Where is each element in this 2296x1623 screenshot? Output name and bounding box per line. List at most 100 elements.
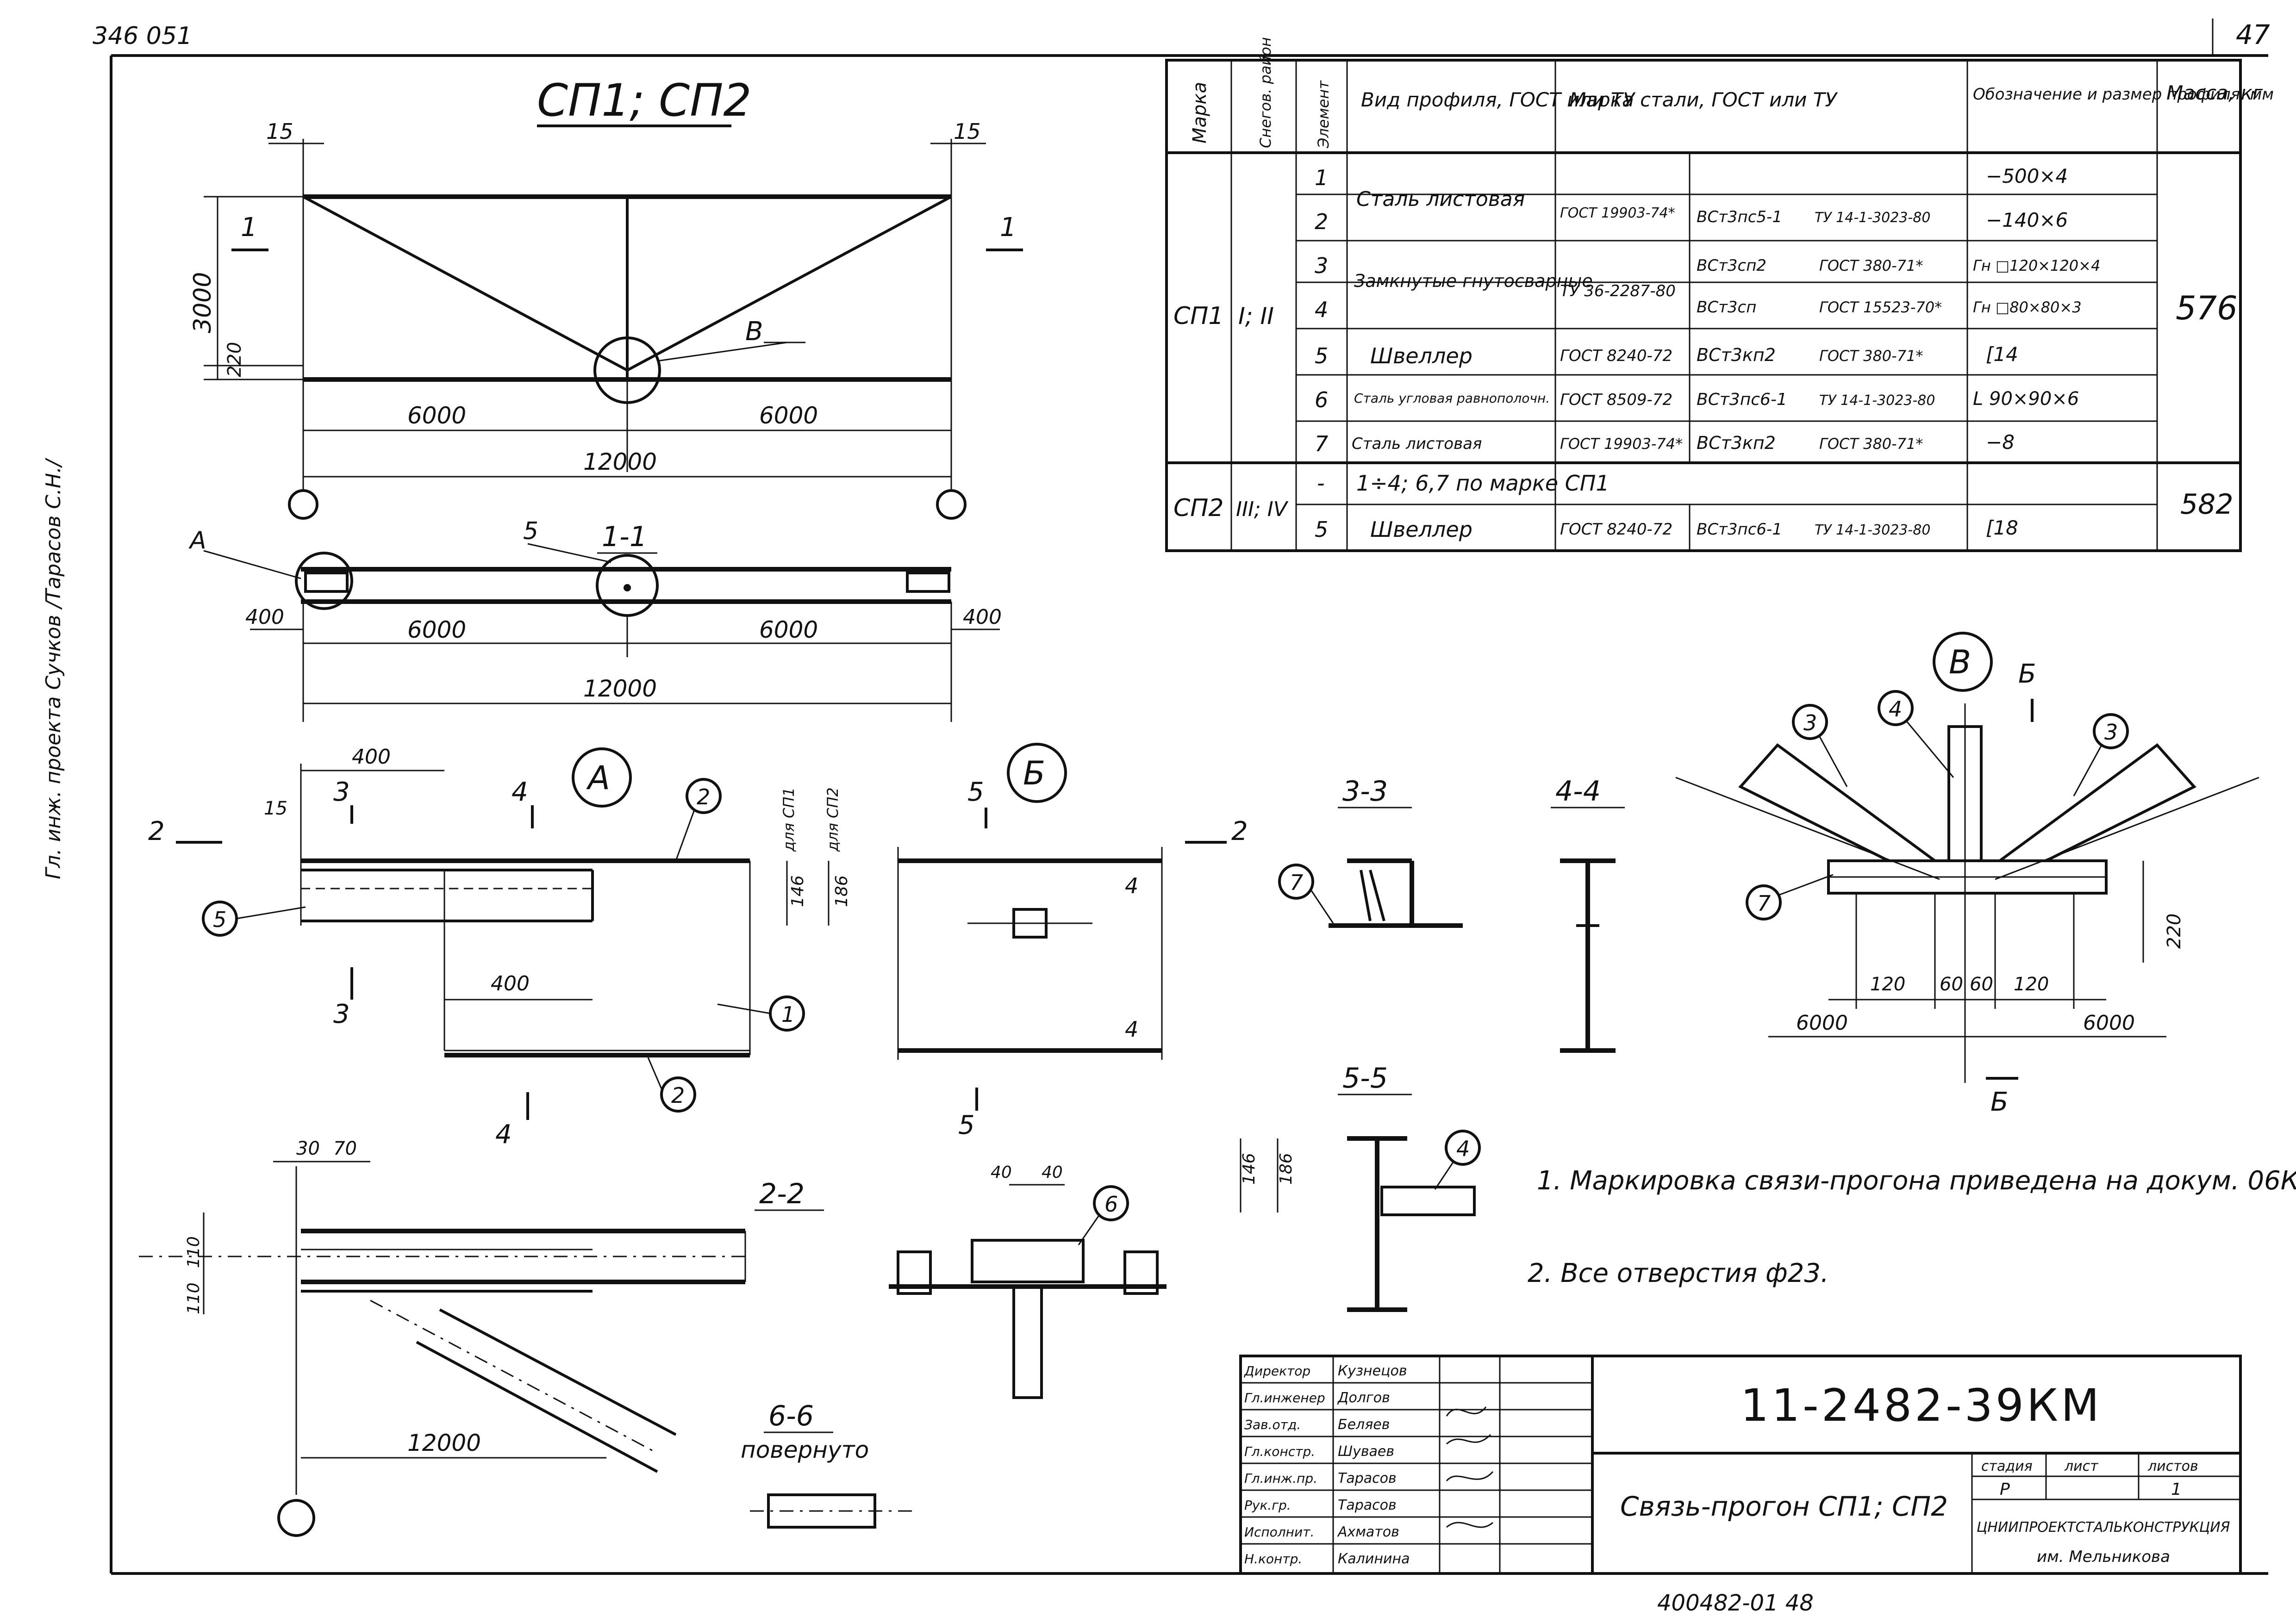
- tb-name-3: Беляев: [1338, 1417, 1390, 1433]
- section-1-1: 1-1 А 5 400 400 6000 6000 12000: [188, 517, 1002, 722]
- note-2: 2. Все отверстия ф23.: [1528, 1258, 1829, 1288]
- svg-text:ГОСТ 15523-70*: ГОСТ 15523-70*: [1819, 298, 1942, 316]
- svg-text:3: 3: [1315, 253, 1328, 278]
- tb-stage: Р: [2000, 1480, 2010, 1499]
- balloon-3-node-v-right: 3: [2104, 720, 2118, 745]
- dim-6000-node-v-left: 6000: [1796, 1011, 1848, 1035]
- dim-15-left: 15: [266, 119, 293, 144]
- th-profile: Вид профиля, ГОСТ или ТУ: [1361, 88, 1636, 111]
- dim-15-node-a: 15: [264, 798, 287, 819]
- section-3-3: 3-3 7: [1278, 775, 1463, 928]
- tb-name-5: Тарасов: [1338, 1470, 1397, 1486]
- svg-text:ВСт3сп2: ВСт3сп2: [1697, 256, 1766, 275]
- svg-text:ТУ 14-1-3023-80: ТУ 14-1-3023-80: [1815, 522, 1930, 538]
- svg-text:ГОСТ 8240-72: ГОСТ 8240-72: [1560, 520, 1672, 539]
- svg-text:ГОСТ 8240-72: ГОСТ 8240-72: [1560, 347, 1672, 365]
- svg-text:5: 5: [1315, 517, 1328, 542]
- svg-text:ВСт3пс6-1: ВСт3пс6-1: [1697, 520, 1782, 539]
- section-2-2: 2-2 12000 30 70 110 110: [139, 1138, 824, 1537]
- sp1-row-2: 2 −140×6: [1315, 209, 2068, 234]
- cut-mark-5-top: 5: [967, 777, 984, 807]
- balloon-7-node-v: 7: [1757, 891, 1771, 916]
- balloon-4-node-v: 4: [1889, 696, 1902, 721]
- dim-30-sec-2-2: 30: [296, 1138, 320, 1159]
- svg-text:ГОСТ 380-71*: ГОСТ 380-71*: [1819, 347, 1923, 365]
- svg-text:Замкнутые гнутосварные: Замкнутые гнутосварные: [1354, 271, 1593, 291]
- node-a-detail: А 400 400 15 3 3 4 4 2 5 2 1: [148, 745, 805, 1150]
- th-size: Обозначение и размер профиля, мм: [1973, 85, 2274, 104]
- tb-name-1: Кузнецов: [1338, 1363, 1407, 1379]
- dim-6000-left: 6000: [407, 402, 466, 429]
- sp1-row-5: 5 Швеллер ГОСТ 8240-72 ВСт3кп2 ГОСТ 380-…: [1315, 343, 2018, 368]
- svg-text:[18: [18: [1986, 516, 2018, 539]
- balloon-2-node-a-bottom: 2: [671, 1083, 685, 1108]
- tb-stage-label: стадия: [1981, 1458, 2033, 1474]
- tb-name-7: Ахматов: [1337, 1524, 1399, 1540]
- section-3-3-title: 3-3: [1342, 775, 1388, 808]
- dim-220-node-v: 220: [2164, 914, 2185, 949]
- svg-text:ГОСТ 380-71*: ГОСТ 380-71*: [1819, 257, 1923, 274]
- svg-text:4: 4: [1125, 1017, 1138, 1042]
- section-6-6: 6-6 повернуто: [741, 1400, 917, 1529]
- dim-6000-node-v-right: 6000: [2083, 1011, 2135, 1035]
- section-5-5: 5-5 146 186 4: [1240, 1062, 1481, 1312]
- pos-5-label-plan: 5: [523, 517, 538, 545]
- svg-text:1: 1: [1315, 165, 1328, 190]
- dim-40-left: 40: [991, 1163, 1012, 1182]
- svg-text:[14: [14: [1986, 343, 2018, 366]
- dim-400-node-a: 400: [352, 745, 391, 769]
- svg-text:−140×6: −140×6: [1986, 209, 2068, 231]
- svg-text:L 90×90×6: L 90×90×6: [1973, 388, 2079, 410]
- side-note: Гл. инж. проекта Сучков /Тарасов С.Н./: [42, 458, 65, 879]
- tb-org: ЦНИИПРОЕКТСТАЛЬКОНСТРУКЦИЯ: [1977, 1519, 2230, 1536]
- balloon-6: 6: [1104, 1192, 1118, 1217]
- balloon-3-node-v-left: 3: [1803, 710, 1817, 735]
- svg-text:ТУ 14-1-3023-80: ТУ 14-1-3023-80: [1819, 392, 1935, 409]
- tb-name-4: Шуваев: [1338, 1443, 1394, 1460]
- sp1-mass: 576: [2176, 289, 2238, 327]
- dim-186-sec-5-5: 186: [1277, 1153, 1296, 1185]
- dim-400-right: 400: [963, 605, 1002, 629]
- th-region: Снегов. район: [1257, 37, 1274, 148]
- section-6-6-title: 6-6: [768, 1400, 814, 1432]
- cut-mark-b-top: Б: [2018, 659, 2036, 689]
- svg-text:ВСт3кп2: ВСт3кп2: [1697, 433, 1776, 453]
- svg-text:7: 7: [1315, 431, 1328, 456]
- node-v-label: В: [745, 317, 763, 347]
- tb-role-1: Директор: [1243, 1363, 1310, 1379]
- dim-60-right: 60: [1970, 974, 1993, 995]
- dim-146-sec-5-5: 146: [1240, 1153, 1259, 1185]
- dim-110-lower: 110: [184, 1282, 203, 1314]
- sp1-row-4: 4 ВСт3сп ГОСТ 15523-70* Гн □80×80×3: [1315, 297, 2082, 322]
- sp1-region: I; II: [1238, 303, 1274, 330]
- sp2-mass: 582: [2180, 488, 2234, 521]
- main-view-title: СП1; СП2: [537, 75, 751, 126]
- sp2-row-2: 5 Швеллер ГОСТ 8240-72 ВСт3пс6-1 ТУ 14-1…: [1315, 516, 2018, 542]
- dim-6000-right: 6000: [759, 402, 818, 429]
- dim-12000-sec-2-2: 12000: [407, 1430, 481, 1456]
- section-6-6-note: повернуто: [741, 1436, 869, 1463]
- section-2-2-title: 2-2: [759, 1178, 805, 1210]
- svg-text:ГОСТ 380-71*: ГОСТ 380-71*: [1819, 435, 1923, 453]
- dim-120-right: 120: [2014, 974, 2049, 995]
- page-number: 47: [2236, 19, 2270, 50]
- sp2-region: III; IV: [1236, 497, 1289, 521]
- label-for-sp2: для СП2: [824, 787, 842, 852]
- svg-text:Швеллер: Швеллер: [1370, 343, 1472, 368]
- svg-text:−500×4: −500×4: [1986, 165, 2068, 187]
- bottom-code: 400482-01 48: [1657, 1590, 1814, 1616]
- svg-text:Швеллер: Швеллер: [1370, 517, 1472, 542]
- sp1-row-7: 7 Сталь листовая ГОСТ 19903-74* ВСт3кп2 …: [1315, 431, 2015, 456]
- node-v-detail-label: В: [1949, 643, 1971, 681]
- dim-400-node-a-2: 400: [491, 972, 530, 995]
- tb-role-7: Исполнит.: [1244, 1524, 1314, 1540]
- cut-mark-4-top: 4: [512, 777, 528, 807]
- cut-mark-2-left: 2: [148, 816, 165, 846]
- svg-text:ТУ 36-2287-80: ТУ 36-2287-80: [1560, 282, 1676, 300]
- node-a-label: А: [586, 759, 610, 797]
- dim-120-left: 120: [1870, 974, 1905, 995]
- svg-text:4: 4: [1315, 297, 1328, 322]
- cut-mark-b-bottom: Б: [1990, 1087, 2008, 1117]
- svg-text:2: 2: [1315, 209, 1328, 234]
